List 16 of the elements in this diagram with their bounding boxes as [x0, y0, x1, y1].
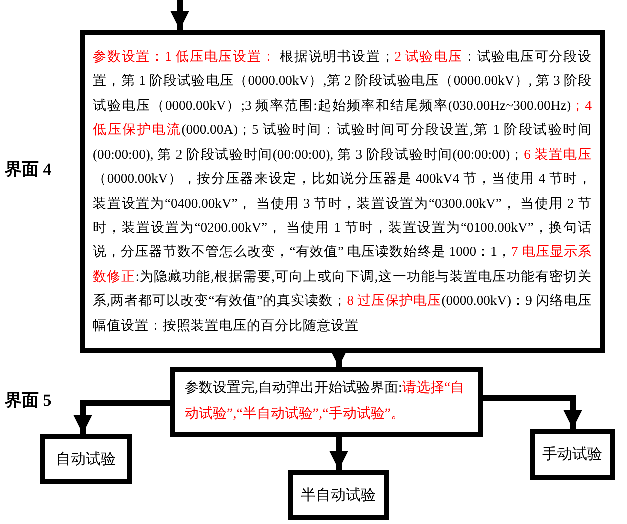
process-box [170, 367, 483, 437]
section-heading: 界面 4 [5, 159, 52, 181]
arrow [329, 437, 349, 470]
box-text: 自动试验 [56, 450, 116, 468]
box-text: 手动试验 [542, 445, 602, 464]
box-text: 参数设置完,自动弹出开始试验界面:请选择“自动试验”,“半自动试验”,“手动试验”。 [184, 379, 466, 424]
process-box [288, 470, 389, 520]
box-text: 半自动试验 [301, 486, 376, 504]
process-box [40, 434, 132, 484]
arrow [483, 395, 583, 429]
arrow [170, 0, 190, 30]
process-box [80, 30, 605, 353]
process-box [530, 429, 615, 480]
section-heading: 界面 5 [5, 390, 52, 412]
arrow [73, 400, 170, 434]
box-text: 参数设置：1 低压电压设置： 根据说明书设置；2 试验电压：试验电压可分段设置，第 1 阶段试验电压（0000.00kV）,第 2 阶段试验电压（0000.00kV）, 第 3 阶段试验电压（0000.00kV）;3 频率范围:起始频率和结尾频率(030.00Hz~300.00Hz)；4 低压保护电流(000.00A)；5 试验时间：试验时间可分段设置,第 1 阶段试验时间(00:00:00), 第 2 阶段试验时间(00:00:00), 第 3 阶段试验时间(00:00:00)；6 装置电压（0000.00kV），按分压器来设定，比如说分压器是 400kV4 节，当使用 4 节时，装置设置为“0400.00kV”， 当使用 3 节时，装置设置为“0300.00kV”， 当使用 2 节时，装置设置为“0200.00kV”， 当使用 1 节时，装置设置为“0100.00kV”，换句话说，分压器节数不管怎么改变，“有效值” 电压读数始终是 1000：1，7 电压显示系数修正:为隐藏功能,根据需要,可向上或向下调,这一功能与装置电压功能有密切关系,两者都可以改变“有效值”的真实读数；8 过压保护电压(0000.00kV)：9 闪络电压幅值设置：按照装置电压的百分比随意设置 [92, 48, 594, 335]
